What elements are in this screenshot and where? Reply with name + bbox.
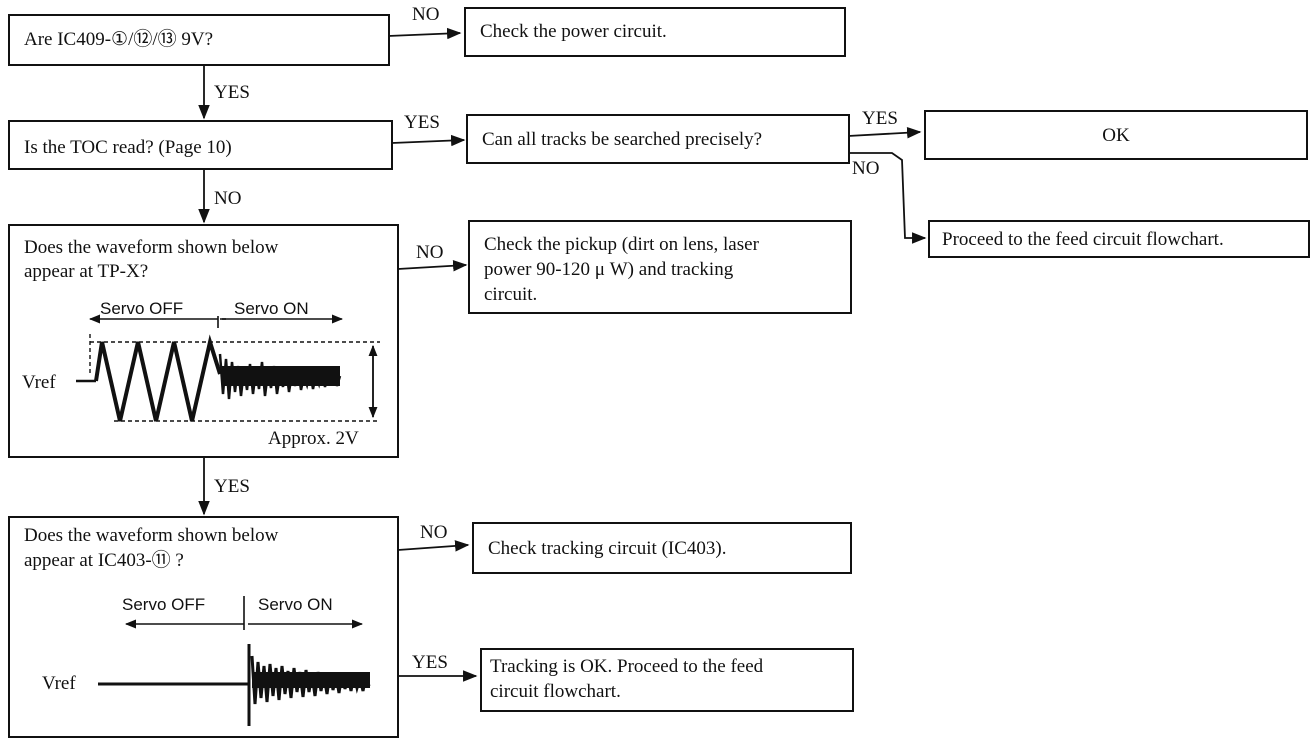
pickup-check-line1: Check the pickup (dirt on lens, laser bbox=[484, 234, 759, 255]
check-9v-question: Are IC409-①/⑫/⑬ 9V? bbox=[24, 29, 214, 50]
arrow-search-yes bbox=[847, 126, 922, 139]
power-circuit-box: Check the power circuit. bbox=[464, 7, 846, 57]
edge-label-yes-ic403: YES bbox=[412, 652, 448, 673]
edge-label-yes-toc: YES bbox=[404, 112, 440, 133]
tpx-question-line1: Does the waveform shown below bbox=[24, 237, 279, 258]
edge-label-no-toc: NO bbox=[214, 188, 242, 209]
ic403-decision-box: Does the waveform shown below appear at … bbox=[8, 516, 399, 738]
servo-off-label: Servo OFF bbox=[100, 299, 184, 318]
tracking-ok-line1: Tracking is OK. Proceed to the feed bbox=[490, 656, 764, 677]
arrow-power-no bbox=[387, 27, 462, 40]
power-circuit-text: Check the power circuit. bbox=[480, 21, 667, 42]
vref-label: Vref bbox=[22, 372, 56, 393]
tracking-check-text: Check tracking circuit (IC403). bbox=[488, 538, 727, 559]
servo-off-label-2: Servo OFF bbox=[122, 595, 206, 614]
tracking-ok-box: Tracking is OK. Proceed to the feed circ… bbox=[480, 648, 854, 712]
tpx-decision-box: Does the waveform shown below appear at … bbox=[8, 224, 399, 458]
tracking-check-box: Check tracking circuit (IC403). bbox=[472, 522, 852, 574]
feed-flowchart-text: Proceed to the feed circuit flowchart. bbox=[942, 229, 1224, 250]
servo-on-label: Servo ON bbox=[234, 299, 309, 318]
tpx-question-line2: appear at TP-X? bbox=[24, 261, 149, 282]
edge-label-no-power: NO bbox=[412, 4, 440, 25]
edge-label-yes-search: YES bbox=[862, 108, 898, 129]
edge-label-no-ic403: NO bbox=[420, 522, 448, 543]
edge-label-no-tpx: NO bbox=[416, 242, 444, 263]
arrow-ic403-no bbox=[397, 540, 470, 552]
feed-flowchart-box: Proceed to the feed circuit flowchart. bbox=[928, 220, 1310, 258]
ic403-question-line2: appear at IC403-⑪ ? bbox=[24, 550, 184, 571]
search-question: Can all tracks be searched precisely? bbox=[482, 129, 763, 150]
pickup-check-line3: circuit. bbox=[484, 284, 538, 305]
arrow-tpx-no bbox=[397, 260, 468, 272]
tpx-waveform-graphic bbox=[76, 314, 380, 422]
edge-label-no-search: NO bbox=[852, 158, 880, 179]
ic403-question-line1: Does the waveform shown below bbox=[24, 525, 279, 546]
pickup-check-box: Check the pickup (dirt on lens, laser po… bbox=[468, 220, 852, 314]
ok-text: OK bbox=[1102, 125, 1130, 146]
arrow-search-no bbox=[848, 152, 927, 244]
ic403-waveform-graphic bbox=[98, 596, 371, 726]
servo-on-label-2: Servo ON bbox=[258, 595, 333, 614]
pickup-check-line2: power 90-120 μ W) and tracking bbox=[484, 259, 734, 280]
edge-label-yes-power: YES bbox=[214, 82, 250, 103]
toc-decision-box: Is the TOC read? (Page 10) bbox=[8, 120, 393, 170]
check-9v-decision-box: Are IC409-①/⑫/⑬ 9V? bbox=[8, 14, 390, 66]
amplitude-label: Approx. 2V bbox=[268, 428, 359, 449]
arrow-toc-yes bbox=[391, 134, 466, 147]
search-decision-box: Can all tracks be searched precisely? bbox=[466, 114, 850, 164]
ok-box: OK bbox=[924, 110, 1308, 160]
edge-label-yes-tpx: YES bbox=[214, 476, 250, 497]
tracking-ok-line2: circuit flowchart. bbox=[490, 681, 621, 702]
vref-label-2: Vref bbox=[42, 673, 76, 694]
toc-question: Is the TOC read? (Page 10) bbox=[24, 137, 232, 158]
